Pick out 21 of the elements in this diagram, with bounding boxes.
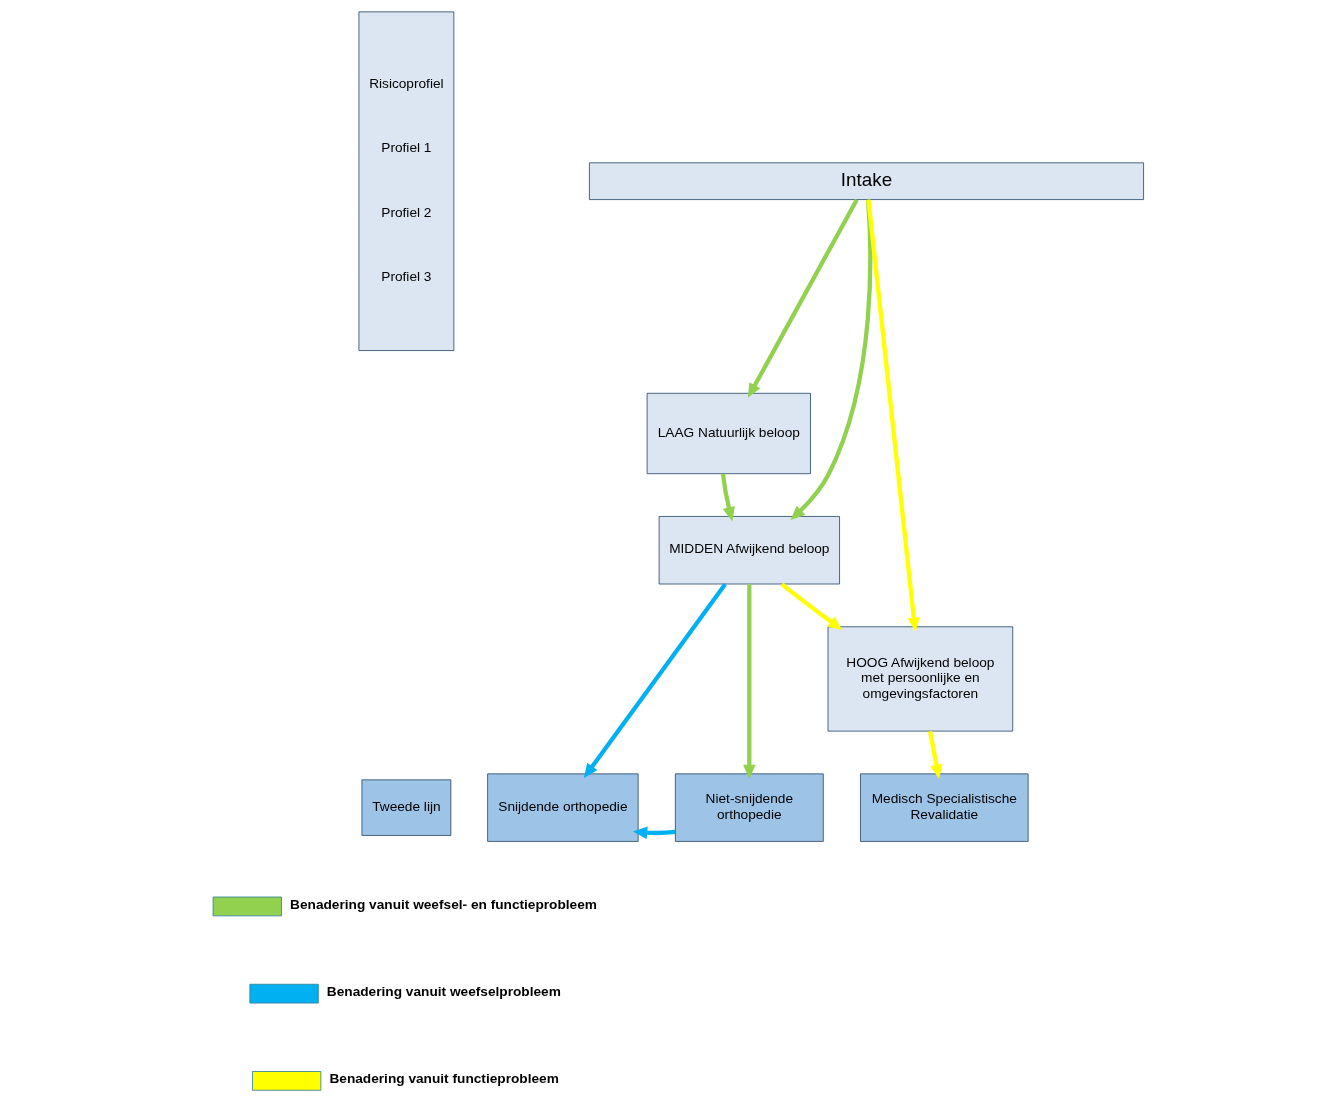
node-box: Tweede lijn	[361, 779, 451, 836]
node-box: HOOG Afwijkend beloop met persoonlijke en omgevingsfactoren	[827, 626, 1013, 732]
arrow	[742, 584, 756, 780]
arrow	[790, 199, 872, 521]
node-box: Risicoprofiel Profiel 1 Profiel 2 Profiel 3	[358, 11, 454, 351]
arrow	[865, 199, 920, 632]
arrow	[720, 473, 735, 522]
legend-label: Benadering vanuit weefsel- en functieprobleem	[289, 896, 597, 912]
node-box: Medisch Specialistische Revalidatie	[859, 773, 1029, 842]
arrow	[780, 582, 842, 630]
node-box: Snijdende orthopedie	[486, 773, 639, 842]
node-box: Intake	[588, 162, 1144, 200]
node-box: MIDDEN Afwijkend beloop	[658, 516, 840, 585]
arrow	[927, 731, 943, 779]
node-box: LAAG Natuurlijk beloop	[646, 392, 811, 475]
legend-label: Benadering vanuit weefselprobleem	[326, 984, 561, 1000]
arrow	[747, 198, 859, 398]
legend-label: Benadering vanuit functieprobleem	[328, 1071, 559, 1087]
arrow	[632, 826, 675, 840]
node-box: Niet-snijdende orthopedie	[674, 773, 824, 842]
arrow	[583, 583, 727, 778]
